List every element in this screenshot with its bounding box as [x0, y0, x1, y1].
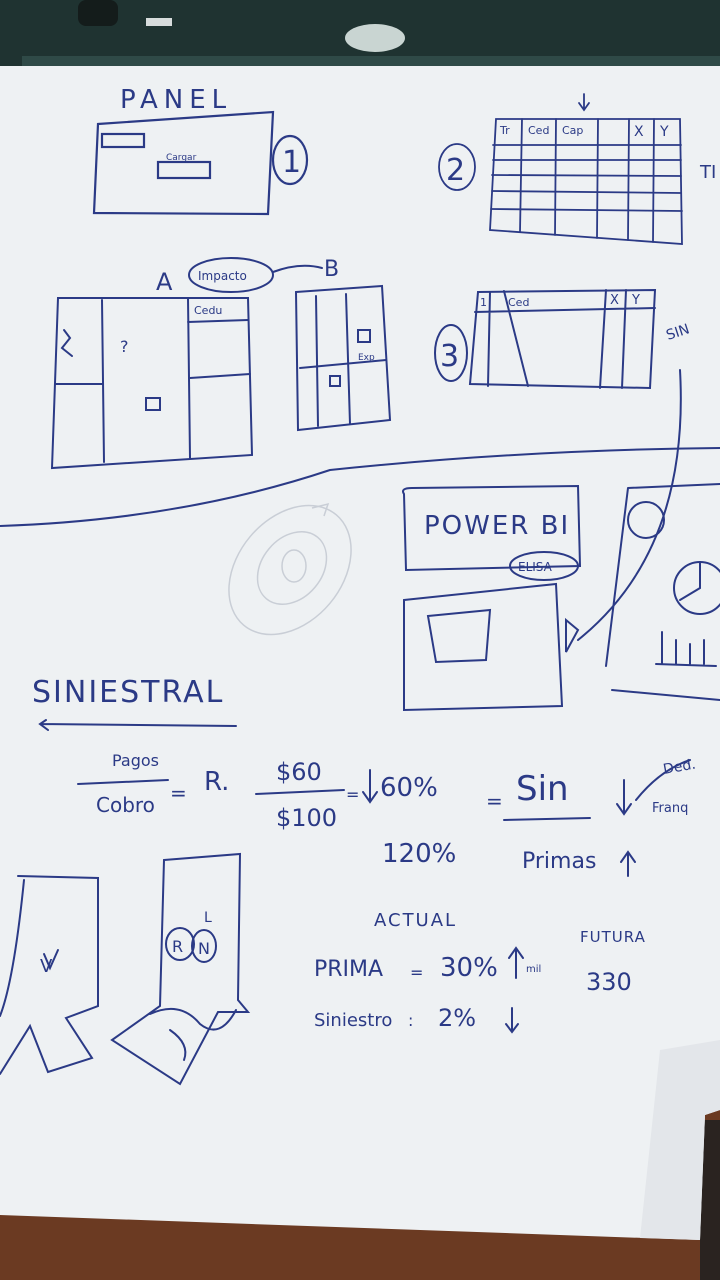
arrow-down-icon: [505, 1007, 519, 1034]
grid-2-number: 2: [446, 153, 465, 188]
wire-a-square: [145, 397, 161, 411]
wire-b-letter: B: [324, 257, 339, 282]
panel-button-label: Cargar: [166, 153, 197, 163]
grid-3-number: 3: [440, 339, 459, 374]
body-sketches: V R N L: [0, 852, 251, 1086]
siniestro-label: Siniestro: [314, 1010, 392, 1031]
grid-2-header-4: Y: [659, 124, 669, 140]
grid-3-header-2: X: [610, 293, 619, 308]
powerbi-bubble: ELISA: [518, 560, 553, 574]
futura-title: FUTURA: [580, 928, 646, 946]
divider-curve: [0, 447, 720, 527]
grid-3-header-0: 1: [480, 296, 487, 309]
right-letter-r: R: [172, 937, 183, 956]
grid-2-header-2: Cap: [562, 124, 583, 137]
powerbi-title: POWER BI: [424, 511, 570, 541]
wire-b-side-text: Exp: [358, 353, 375, 363]
circle-3-icon: [434, 324, 468, 382]
r-denominator: $100: [276, 804, 337, 832]
circle-1-icon: [271, 134, 309, 186]
siniestral-title: SINIESTRAL: [32, 675, 224, 710]
right-letter-l: L: [204, 910, 212, 926]
arrow-down-icon: [616, 779, 632, 816]
arrow-down-icon: [578, 93, 590, 112]
paper-shadow: [640, 1040, 720, 1240]
arrow-up-icon: [508, 946, 524, 979]
franq-label: Franq: [652, 801, 688, 816]
connector-arrow: [577, 369, 682, 641]
wire-a-cell-label: Cedu: [194, 304, 222, 317]
clip-left: [78, 0, 118, 26]
powerbi-map-blob: [426, 608, 492, 664]
board-bar-lip: [22, 56, 720, 66]
actual-title: ACTUAL: [374, 910, 457, 931]
wire-b-square-2: [329, 375, 341, 387]
pct-120: 120%: [382, 839, 456, 869]
grid-2-sketch: 2 Tr Ced Cap X Y TI: [438, 93, 716, 245]
wire-a-letter: A: [156, 268, 173, 296]
prima-value: 30%: [440, 953, 498, 983]
sin-label: Sin: [516, 769, 569, 809]
prima-label: PRIMA: [314, 957, 383, 982]
right-dashboard-sketch: [605, 483, 720, 701]
grid-3-sketch: 3 1 Ced X Y SIN: [434, 288, 692, 390]
wire-a-bubble-outline: [188, 257, 274, 293]
powerbi-sketch: POWER BI ELISA: [402, 369, 682, 712]
wire-b-square-1: [357, 329, 371, 343]
wire-a-bubble: Impacto: [198, 269, 247, 283]
panel-number: 1: [282, 145, 301, 180]
panel-box: [92, 110, 275, 216]
powerbi-box: [402, 484, 582, 572]
easel-frame: [700, 1120, 720, 1280]
prima-suffix: mil: [526, 964, 541, 975]
grid-2-header-0: Tr: [499, 124, 510, 137]
primas-label: Primas: [522, 849, 596, 874]
flipchart-paper: [0, 30, 720, 1240]
actual-section: ACTUAL PRIMA = 30% mil Siniestro : 2% FU…: [314, 910, 646, 1034]
left-letter: V: [40, 956, 53, 977]
r-numerator: $60: [276, 758, 322, 786]
grid-2-header-1: Ced: [528, 124, 549, 137]
right-leg-sketch: [110, 852, 251, 1086]
eq-1: =: [170, 781, 187, 805]
grid-2-header-3: X: [634, 124, 644, 140]
grid-3-side-label: SIN: [664, 321, 691, 343]
arrow-up-icon: [620, 850, 636, 877]
check-mark-icon: [43, 949, 59, 971]
wireframe-a-sketch: A Impacto Cedu ?: [50, 257, 323, 470]
frac-top: Pagos: [112, 751, 159, 770]
r-label: R.: [204, 767, 229, 797]
arrow-down-icon: [362, 769, 378, 804]
wire-a-doodle-q: ?: [120, 337, 129, 356]
grid-3-header-1: Ced: [508, 296, 529, 309]
bar-chart-icon: [655, 631, 717, 667]
siniestro-sep: :: [408, 1011, 413, 1030]
light-glare: [345, 24, 405, 52]
eq-3: =: [486, 789, 503, 813]
erased-doodle: [228, 502, 352, 636]
panel-title: PANEL: [120, 85, 232, 115]
circle-2-icon: [438, 143, 476, 191]
powerbi-bubble-outline: [509, 551, 579, 581]
panel-small-rect: [100, 132, 146, 149]
pct-60: 60%: [380, 773, 438, 803]
right-letter-n: N: [198, 939, 210, 958]
frac-bottom: Cobro: [96, 793, 155, 817]
clip-mark: [146, 18, 172, 26]
wireframe-b-sketch: B Exp: [294, 257, 392, 432]
left-leg-sketch: [0, 875, 99, 1075]
deduc-label: Ded.: [662, 756, 697, 777]
eq-2: =: [346, 785, 359, 804]
futura-value: 330: [586, 968, 632, 996]
grid-3-header-3: Y: [631, 293, 640, 308]
siniestro-value: 2%: [438, 1004, 476, 1032]
panel-button-sketch: [156, 160, 212, 180]
prima-sep: =: [410, 963, 423, 982]
powerbi-frame: [403, 582, 564, 712]
siniestral-section: SINIESTRAL Pagos Cobro = R. $60 $100 = 6…: [32, 675, 697, 877]
panel-sketch: PANEL Cargar 1: [92, 85, 309, 216]
grid-2-side-label: TI: [699, 162, 716, 183]
